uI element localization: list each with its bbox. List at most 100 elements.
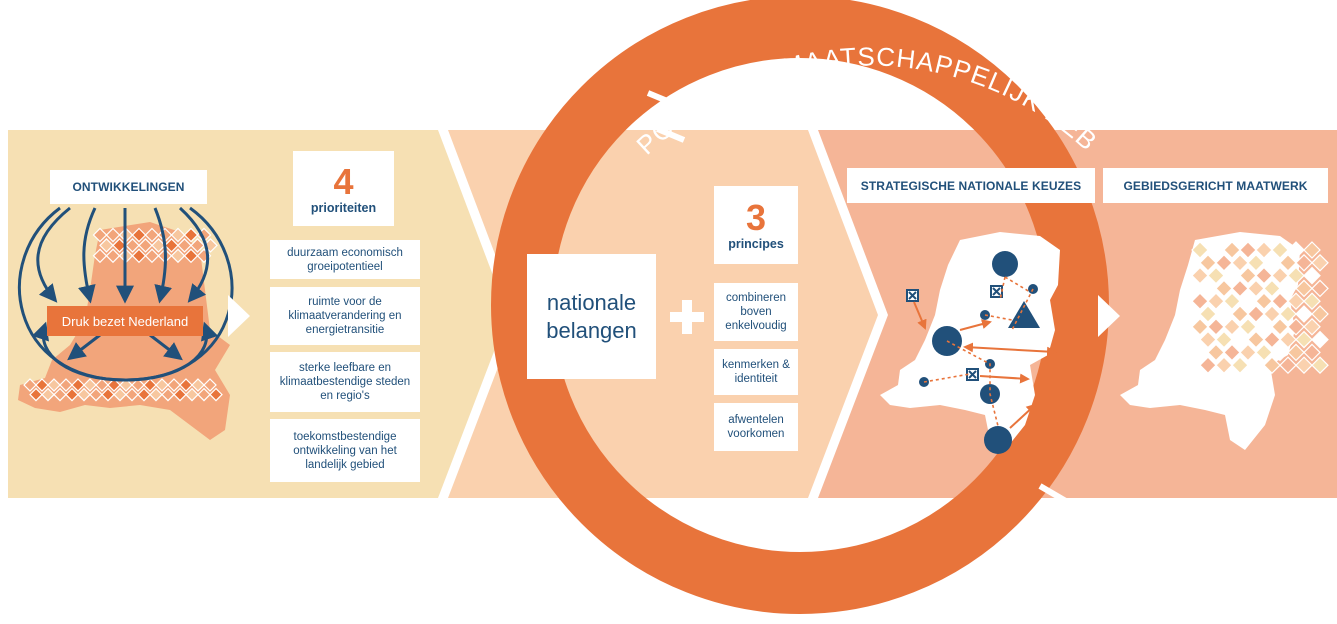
map-tile [1287, 292, 1305, 311]
strategic-arrow [1009, 403, 1037, 429]
map-tile [89, 387, 103, 402]
map-tile [173, 387, 187, 402]
map-tile [1215, 253, 1233, 272]
map-tile [1295, 305, 1313, 323]
map-tile [125, 387, 139, 402]
map-tile [179, 378, 193, 392]
map-tile [1271, 292, 1289, 311]
map-tile [1263, 279, 1281, 298]
map-tile [1311, 305, 1329, 323]
map-tile [1207, 292, 1225, 311]
map-tile [1303, 343, 1321, 362]
ring-notch-top [646, 90, 686, 143]
map-tile [1215, 305, 1233, 323]
strategic-arrow [913, 301, 927, 330]
priority-item: ruimte voor de klimaatverandering en ene… [270, 287, 420, 345]
map-tile [1191, 343, 1209, 362]
map-tile [1191, 266, 1209, 285]
debate-ring [491, 0, 1109, 614]
map-tile [1311, 253, 1329, 272]
map-tile [1279, 305, 1297, 323]
development-arrow [78, 207, 97, 304]
map-tile [1287, 241, 1305, 259]
map-tile [1231, 330, 1249, 349]
ontwikkelingen-label: ONTWIKKELINGEN [50, 170, 207, 204]
map-tile [99, 238, 114, 253]
development-arrow [36, 206, 71, 303]
map-tile [1199, 330, 1217, 349]
map-tile [1279, 356, 1297, 375]
priorities-number: 4 [333, 160, 354, 202]
plus-icon [670, 300, 704, 334]
map-tile [1223, 241, 1241, 259]
map-tile [105, 248, 121, 264]
map-tile [1271, 317, 1289, 336]
development-arrow [153, 207, 172, 304]
development-arrow [31, 206, 234, 382]
principle-item: afwentelen voorkomen [714, 403, 798, 451]
map-tile [1191, 292, 1209, 311]
map-tile [92, 248, 108, 264]
map-tile [1295, 330, 1313, 349]
map-tile [167, 378, 181, 392]
map-tile [119, 378, 133, 392]
map-tile [1311, 330, 1329, 349]
principles-badge: 3 principes [714, 186, 798, 264]
map-tile [1199, 279, 1217, 298]
map-tile [170, 248, 186, 264]
map-tile [155, 378, 169, 392]
map-tile [71, 378, 85, 392]
map-tile [1255, 317, 1273, 336]
priorities-label: prioriteiten [310, 200, 377, 215]
ring-notch-bottom [1038, 483, 1074, 541]
map-tile [1295, 253, 1313, 272]
cross-box-icon [966, 368, 979, 381]
netherlands-map-strategic [880, 232, 1060, 454]
map-tile [1255, 343, 1273, 362]
map-tile [1303, 241, 1321, 259]
map-tile [1287, 343, 1305, 362]
cross-box-icon [906, 289, 919, 302]
map-tile [92, 227, 108, 243]
principle-item: combineren boven enkelvoudig [714, 283, 798, 341]
strategic-dot [992, 251, 1018, 277]
map-tile [190, 238, 205, 253]
strategic-arrow [959, 319, 992, 331]
map-tile [1223, 266, 1241, 285]
map-tile [131, 227, 147, 243]
map-tile [203, 378, 217, 392]
map-tile [1223, 292, 1241, 311]
map-tile [1239, 266, 1257, 285]
principles-number: 3 [745, 197, 767, 238]
nationale-belangen-box: nationale belangen [527, 254, 656, 379]
map-tile [1239, 343, 1257, 362]
map-tile [1239, 292, 1257, 311]
map-tile [1263, 253, 1281, 272]
map-tile [1303, 266, 1321, 285]
map-tile [1207, 317, 1225, 336]
flow-chevron-right [1098, 295, 1120, 337]
map-tile [47, 378, 61, 392]
map-tile [1303, 317, 1321, 336]
map-tile [1247, 305, 1265, 323]
map-tile [149, 387, 163, 402]
map-tile [1207, 241, 1225, 259]
map-tile [185, 387, 199, 402]
map-tile [65, 387, 79, 402]
maatwerk-label: GEBIEDSGERICHT MAATWERK [1103, 168, 1328, 203]
map-tile [151, 238, 166, 253]
map-tile [105, 227, 121, 243]
map-tile [1279, 279, 1297, 298]
map-outline-strategic [880, 232, 1060, 450]
map-tile [144, 248, 160, 264]
map-tile [183, 248, 199, 264]
map-tile [1303, 292, 1321, 311]
map-tile [144, 227, 160, 243]
map-tile [1295, 356, 1313, 375]
map-tile [83, 378, 97, 392]
netherlands-map-maatwerk [1120, 232, 1329, 450]
map-tile [1215, 279, 1233, 298]
map-tile [1207, 266, 1225, 285]
